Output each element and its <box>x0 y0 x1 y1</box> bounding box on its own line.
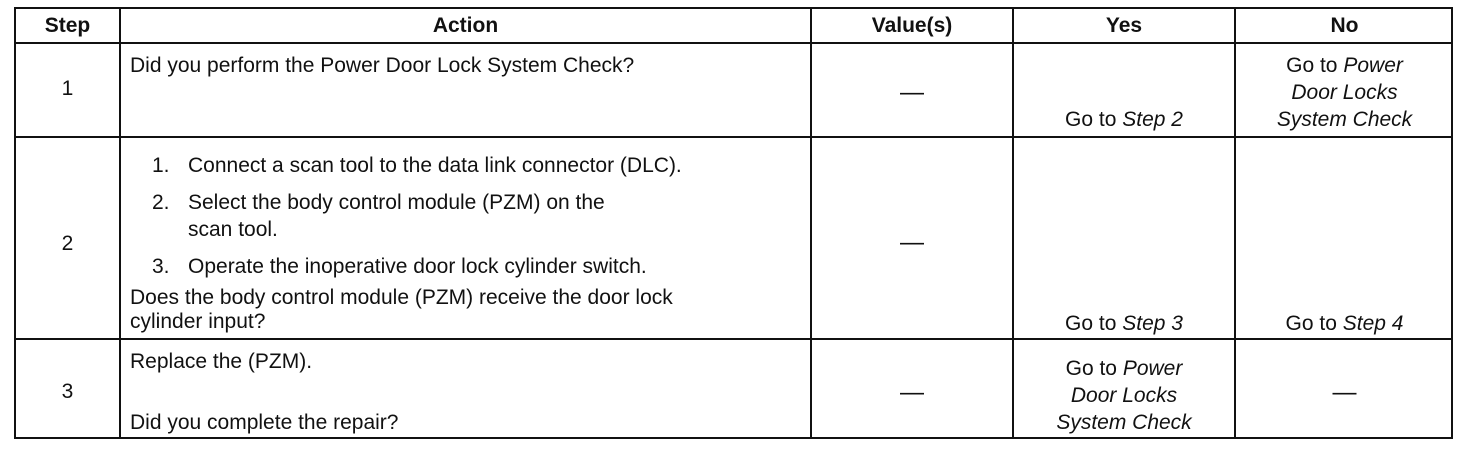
row-3-value: — <box>900 379 924 406</box>
row-1-yes: Go to Step 2 <box>1014 106 1234 133</box>
row-2-question-line-2: cylinder input? <box>130 310 266 333</box>
header-action: Action <box>432 14 499 37</box>
row-1-no: Go to Power Door Locks System Check <box>1236 52 1453 133</box>
row-1-yes-prefix: Go to <box>1065 108 1117 131</box>
substep-text: Connect a scan tool to the data link con… <box>188 154 682 177</box>
header-divider <box>16 42 1451 44</box>
row-3-question: Did you complete the repair? <box>130 411 399 434</box>
substep-number: 1. <box>152 154 170 177</box>
row-3-yes-line-3: System Check <box>1056 411 1192 434</box>
row-2-yes: Go to Step 3 <box>1014 310 1234 337</box>
substep-text-continued: scan tool. <box>188 218 278 241</box>
row-1-question: Did you perform the Power Door Lock Syst… <box>130 54 635 77</box>
row-3-yes-line-1: Go to Power <box>1065 357 1183 380</box>
column-divider <box>1012 9 1014 437</box>
row-1-no-prefix: Go to <box>1286 54 1338 77</box>
row-2-no: Go to Step 4 <box>1236 310 1453 337</box>
substep-text: Operate the inoperative door lock cylind… <box>188 255 647 278</box>
row-divider <box>16 136 1451 138</box>
substep-number: 3. <box>152 255 170 278</box>
column-divider <box>119 9 121 437</box>
row-3-instruction: Replace the (PZM). <box>130 350 313 373</box>
row-1-step: 1 <box>61 77 74 100</box>
row-2-value: — <box>900 229 924 256</box>
row-2-steps: 1. Connect a scan tool to the data link c… <box>152 152 802 290</box>
row-divider <box>16 338 1451 340</box>
row-1-no-link-1: Power <box>1343 54 1403 77</box>
row-2-step: 2 <box>61 232 74 255</box>
row-3-step: 3 <box>61 380 74 403</box>
header-values: Value(s) <box>871 14 953 37</box>
row-2-yes-link: Step 3 <box>1122 312 1183 335</box>
column-divider <box>810 9 812 437</box>
header-step: Step <box>44 14 91 37</box>
row-2-substep-1: 1. Connect a scan tool to the data link c… <box>152 152 802 179</box>
row-3-yes-line-2: Door Locks <box>1070 384 1178 407</box>
row-2-no-prefix: Go to <box>1285 312 1337 335</box>
row-1-no-link-2: Door Locks <box>1291 81 1398 104</box>
diagnostic-table: Step Action Value(s) Yes No 1 Did you pe… <box>14 7 1453 439</box>
row-2-question-line-1: Does the body control module (PZM) recei… <box>130 286 673 309</box>
row-1-no-link-3: System Check <box>1276 108 1413 131</box>
row-2-substep-2: 2. Select the body control module (PZM) o… <box>152 189 802 243</box>
substep-text: Select the body control module (PZM) on … <box>188 191 605 214</box>
row-2-question: Does the body control module (PZM) recei… <box>130 286 810 334</box>
row-2-substep-3: 3. Operate the inoperative door lock cyli… <box>152 253 802 280</box>
row-3-no: — <box>1332 379 1357 406</box>
header-yes: Yes <box>1105 14 1143 37</box>
row-2-no-link: Step 4 <box>1342 312 1404 335</box>
header-no: No <box>1330 14 1359 37</box>
row-3-yes: Go to Power Door Locks System Check <box>1014 355 1234 436</box>
substep-number: 2. <box>152 191 170 214</box>
row-1-value: — <box>900 79 924 106</box>
row-2-yes-prefix: Go to <box>1065 312 1117 335</box>
row-1-yes-link: Step 2 <box>1122 108 1183 131</box>
column-divider <box>1234 9 1236 437</box>
